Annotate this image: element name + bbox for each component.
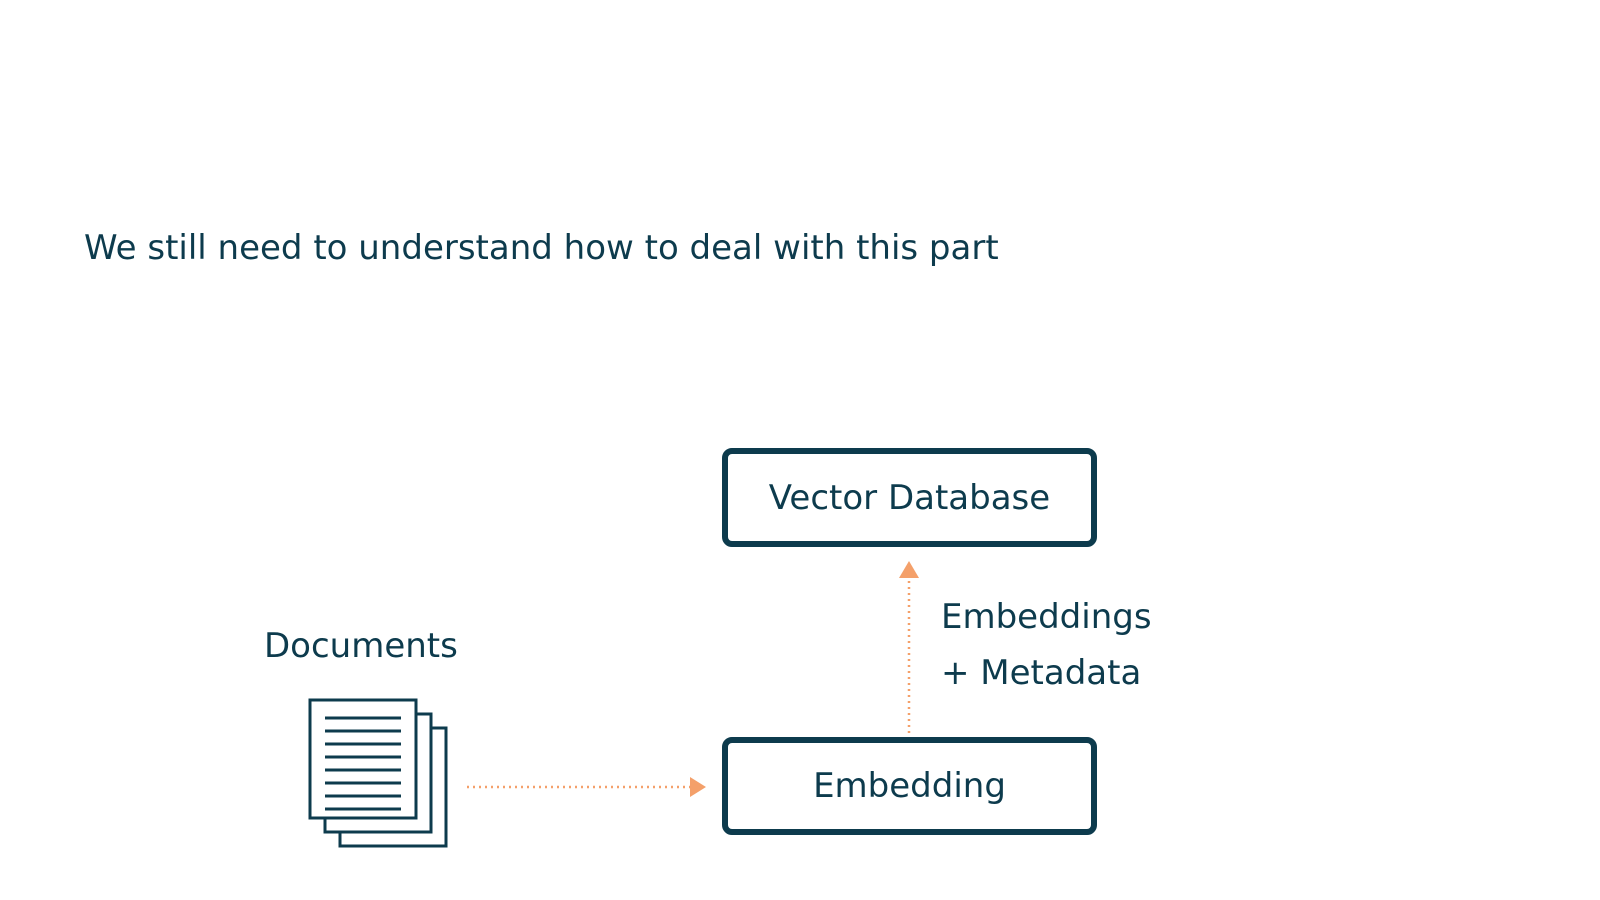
slide-headline: We still need to understand how to deal …: [84, 228, 999, 268]
documents-stack-icon: [308, 698, 448, 848]
vector-database-node: Vector Database: [722, 448, 1097, 547]
vector-database-label: Vector Database: [768, 477, 1051, 518]
edge-label-metadata: + Metadata: [941, 653, 1142, 693]
documents-label: Documents: [264, 626, 458, 666]
embedding-node: Embedding: [722, 737, 1097, 835]
embedding-to-vector-db-arrow: [899, 561, 919, 733]
embedding-label: Embedding: [813, 766, 1006, 806]
documents-to-embedding-arrow: [467, 777, 706, 797]
edge-label-embeddings: Embeddings: [941, 597, 1152, 637]
